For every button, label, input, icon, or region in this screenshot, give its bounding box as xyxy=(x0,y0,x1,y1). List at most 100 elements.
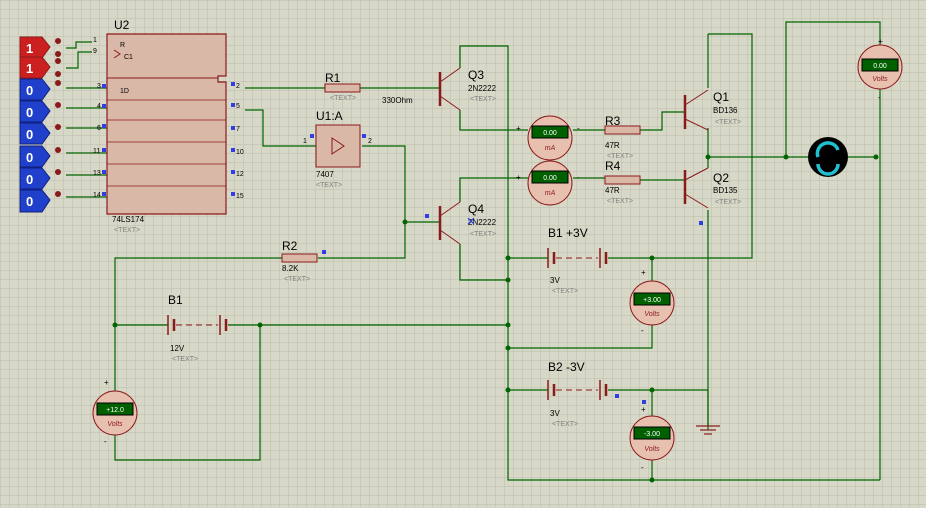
r1-name: R1 xyxy=(325,71,341,85)
logic-value-1: 1 xyxy=(26,61,33,76)
u2-pin-6: 6 xyxy=(97,125,101,132)
u2-pin-r-label: R xyxy=(120,42,125,49)
r4-value: 47R xyxy=(605,186,620,195)
b2-value: 3V xyxy=(550,409,560,418)
r3-value: 47R xyxy=(605,141,620,150)
u2-pin-7: 7 xyxy=(236,126,240,133)
logic-state-0[interactable]: 1 xyxy=(19,36,61,59)
resistor-r3[interactable]: R3 47R <TEXT> xyxy=(604,114,641,160)
r1-value: 330Ohm xyxy=(382,96,413,105)
r4-name: R4 xyxy=(605,159,621,173)
voltmeter-b1p-value: +3.00 xyxy=(643,297,661,304)
b2-name: B2 -3V xyxy=(548,360,585,374)
logic-state-5[interactable]: 0 xyxy=(19,145,61,168)
u2-pin-1: 1 xyxy=(93,37,97,44)
logic-state-1[interactable]: 1 xyxy=(19,56,61,79)
transistor-q2[interactable]: Q2 BD135 <TEXT> xyxy=(683,167,741,225)
u2-pin-5: 5 xyxy=(236,103,240,110)
b2-text: <TEXT> xyxy=(552,421,578,428)
q1-name: Q1 xyxy=(713,90,729,104)
ammeter-top-plus: + xyxy=(516,124,521,133)
q4-part: 2N2222 xyxy=(468,218,497,227)
logic-state-6[interactable]: 0 xyxy=(19,167,61,190)
logic-state-3[interactable]: 0 xyxy=(19,100,61,123)
r4-text: <TEXT> xyxy=(607,198,633,205)
voltmeter-b1-plus3v[interactable]: + - +3.00 Volts xyxy=(629,268,675,335)
u2-part: 74LS174 xyxy=(112,215,145,224)
r2-value: 8.2K xyxy=(282,264,299,273)
q1-part: BD136 xyxy=(713,106,738,115)
voltmeter-b1-12v[interactable]: + - +12.0 Volts xyxy=(92,378,138,446)
transistor-q3[interactable]: Q3 2N2222 <TEXT> xyxy=(438,67,497,111)
voltmeter-motor-minus: - xyxy=(878,93,881,102)
u1a-pin-out: 2 xyxy=(368,138,372,145)
u1a-name: U1:A xyxy=(316,109,343,123)
r2-text: <TEXT> xyxy=(284,276,310,283)
voltmeter-b1-unit: Volts xyxy=(107,421,123,428)
b1-value: 12V xyxy=(170,344,185,353)
q2-name: Q2 xyxy=(713,171,729,185)
logic-state-4[interactable]: 0 xyxy=(19,122,61,145)
logic-inputs[interactable]: 1 1 0 0 0 0 0 xyxy=(19,36,61,213)
voltmeter-motor-value: 0.00 xyxy=(873,63,887,70)
u2-pin-1d-label: 1D xyxy=(120,88,129,95)
transistor-q4[interactable]: Q4 2N2222 <TEXT> xyxy=(425,201,497,245)
chip-u2[interactable]: U2 1 R 9 C1 3 1D 4 6 11 13 14 2 5 7 10 1… xyxy=(93,18,244,234)
logic-state-2[interactable]: 0 xyxy=(19,78,61,101)
resistor-r2[interactable]: R2 8.2K <TEXT> xyxy=(281,239,326,283)
u2-pin-c1-label: C1 xyxy=(124,54,133,61)
b1p-name: B1 +3V xyxy=(548,226,588,240)
dc-motor[interactable] xyxy=(808,137,848,177)
voltmeter-b2-plus: + xyxy=(641,405,646,414)
u2-pin-4: 4 xyxy=(97,103,101,110)
battery-b1-plus3v[interactable]: B1 +3V 3V <TEXT> xyxy=(547,226,608,295)
u1a-part: 7407 xyxy=(316,170,334,179)
ammeter-bottom-minus: - xyxy=(577,173,580,182)
resistor-r1[interactable]: R1 <TEXT> 330Ohm xyxy=(324,71,413,105)
r3-text: <TEXT> xyxy=(607,153,633,160)
ammeter-top[interactable]: + - 0.00 mA xyxy=(516,115,580,161)
q4-text: <TEXT> xyxy=(470,231,496,238)
battery-b2-minus3v[interactable]: B2 -3V 3V <TEXT> xyxy=(547,360,619,428)
logic-state-7[interactable]: 0 xyxy=(19,189,61,213)
b1p-text: <TEXT> xyxy=(552,288,578,295)
transistor-q1[interactable]: Q1 BD136 <TEXT> xyxy=(683,89,741,131)
ammeter-top-unit: mA xyxy=(545,145,556,152)
q4-name: Q4 xyxy=(468,202,484,216)
u2-pin-14: 14 xyxy=(93,192,101,199)
wires xyxy=(66,21,881,481)
u2-text: <TEXT> xyxy=(114,227,140,234)
battery-b1-12v[interactable]: B1 12V <TEXT> xyxy=(167,293,228,363)
q3-part: 2N2222 xyxy=(468,84,497,93)
cursor-crosshair-icon xyxy=(467,217,475,225)
logic-value-7: 0 xyxy=(26,194,33,209)
u2-pin-13: 13 xyxy=(93,170,101,177)
q1-text: <TEXT> xyxy=(715,119,741,126)
u1a-pin-in: 1 xyxy=(303,138,307,145)
logic-value-5: 0 xyxy=(26,150,33,165)
q2-text: <TEXT> xyxy=(715,199,741,206)
logic-value-2: 0 xyxy=(26,83,33,98)
voltmeter-b2-minus3v[interactable]: + - -3.00 Volts xyxy=(629,400,675,472)
logic-value-0: 1 xyxy=(26,41,33,56)
resistor-r4[interactable]: R4 47R <TEXT> xyxy=(604,159,641,205)
ammeter-bottom-unit: mA xyxy=(545,190,556,197)
q3-name: Q3 xyxy=(468,68,484,82)
buffer-u1a[interactable]: U1:A 1 2 7407 <TEXT> xyxy=(303,109,372,189)
voltmeter-b1-plus: + xyxy=(104,378,109,387)
u2-pin-11: 11 xyxy=(93,148,100,155)
u2-name: U2 xyxy=(114,18,130,32)
ammeter-top-value: 0.00 xyxy=(543,130,557,137)
voltmeter-motor-plus: + xyxy=(878,37,883,46)
q3-text: <TEXT> xyxy=(470,96,496,103)
junctions xyxy=(112,154,879,483)
u2-pins-right: 2 5 7 10 12 15 xyxy=(236,83,244,200)
q2-part: BD135 xyxy=(713,186,738,195)
u2-pin-12: 12 xyxy=(236,171,244,178)
voltmeter-b1p-plus: + xyxy=(641,268,646,277)
ammeter-bottom[interactable]: + - 0.00 mA xyxy=(516,160,580,206)
voltmeter-b2-unit: Volts xyxy=(644,446,660,453)
u2-pin-15: 15 xyxy=(236,193,244,200)
voltmeter-b1-value: +12.0 xyxy=(106,407,124,414)
voltmeter-motor[interactable]: + - 0.00 Volts xyxy=(857,37,903,102)
